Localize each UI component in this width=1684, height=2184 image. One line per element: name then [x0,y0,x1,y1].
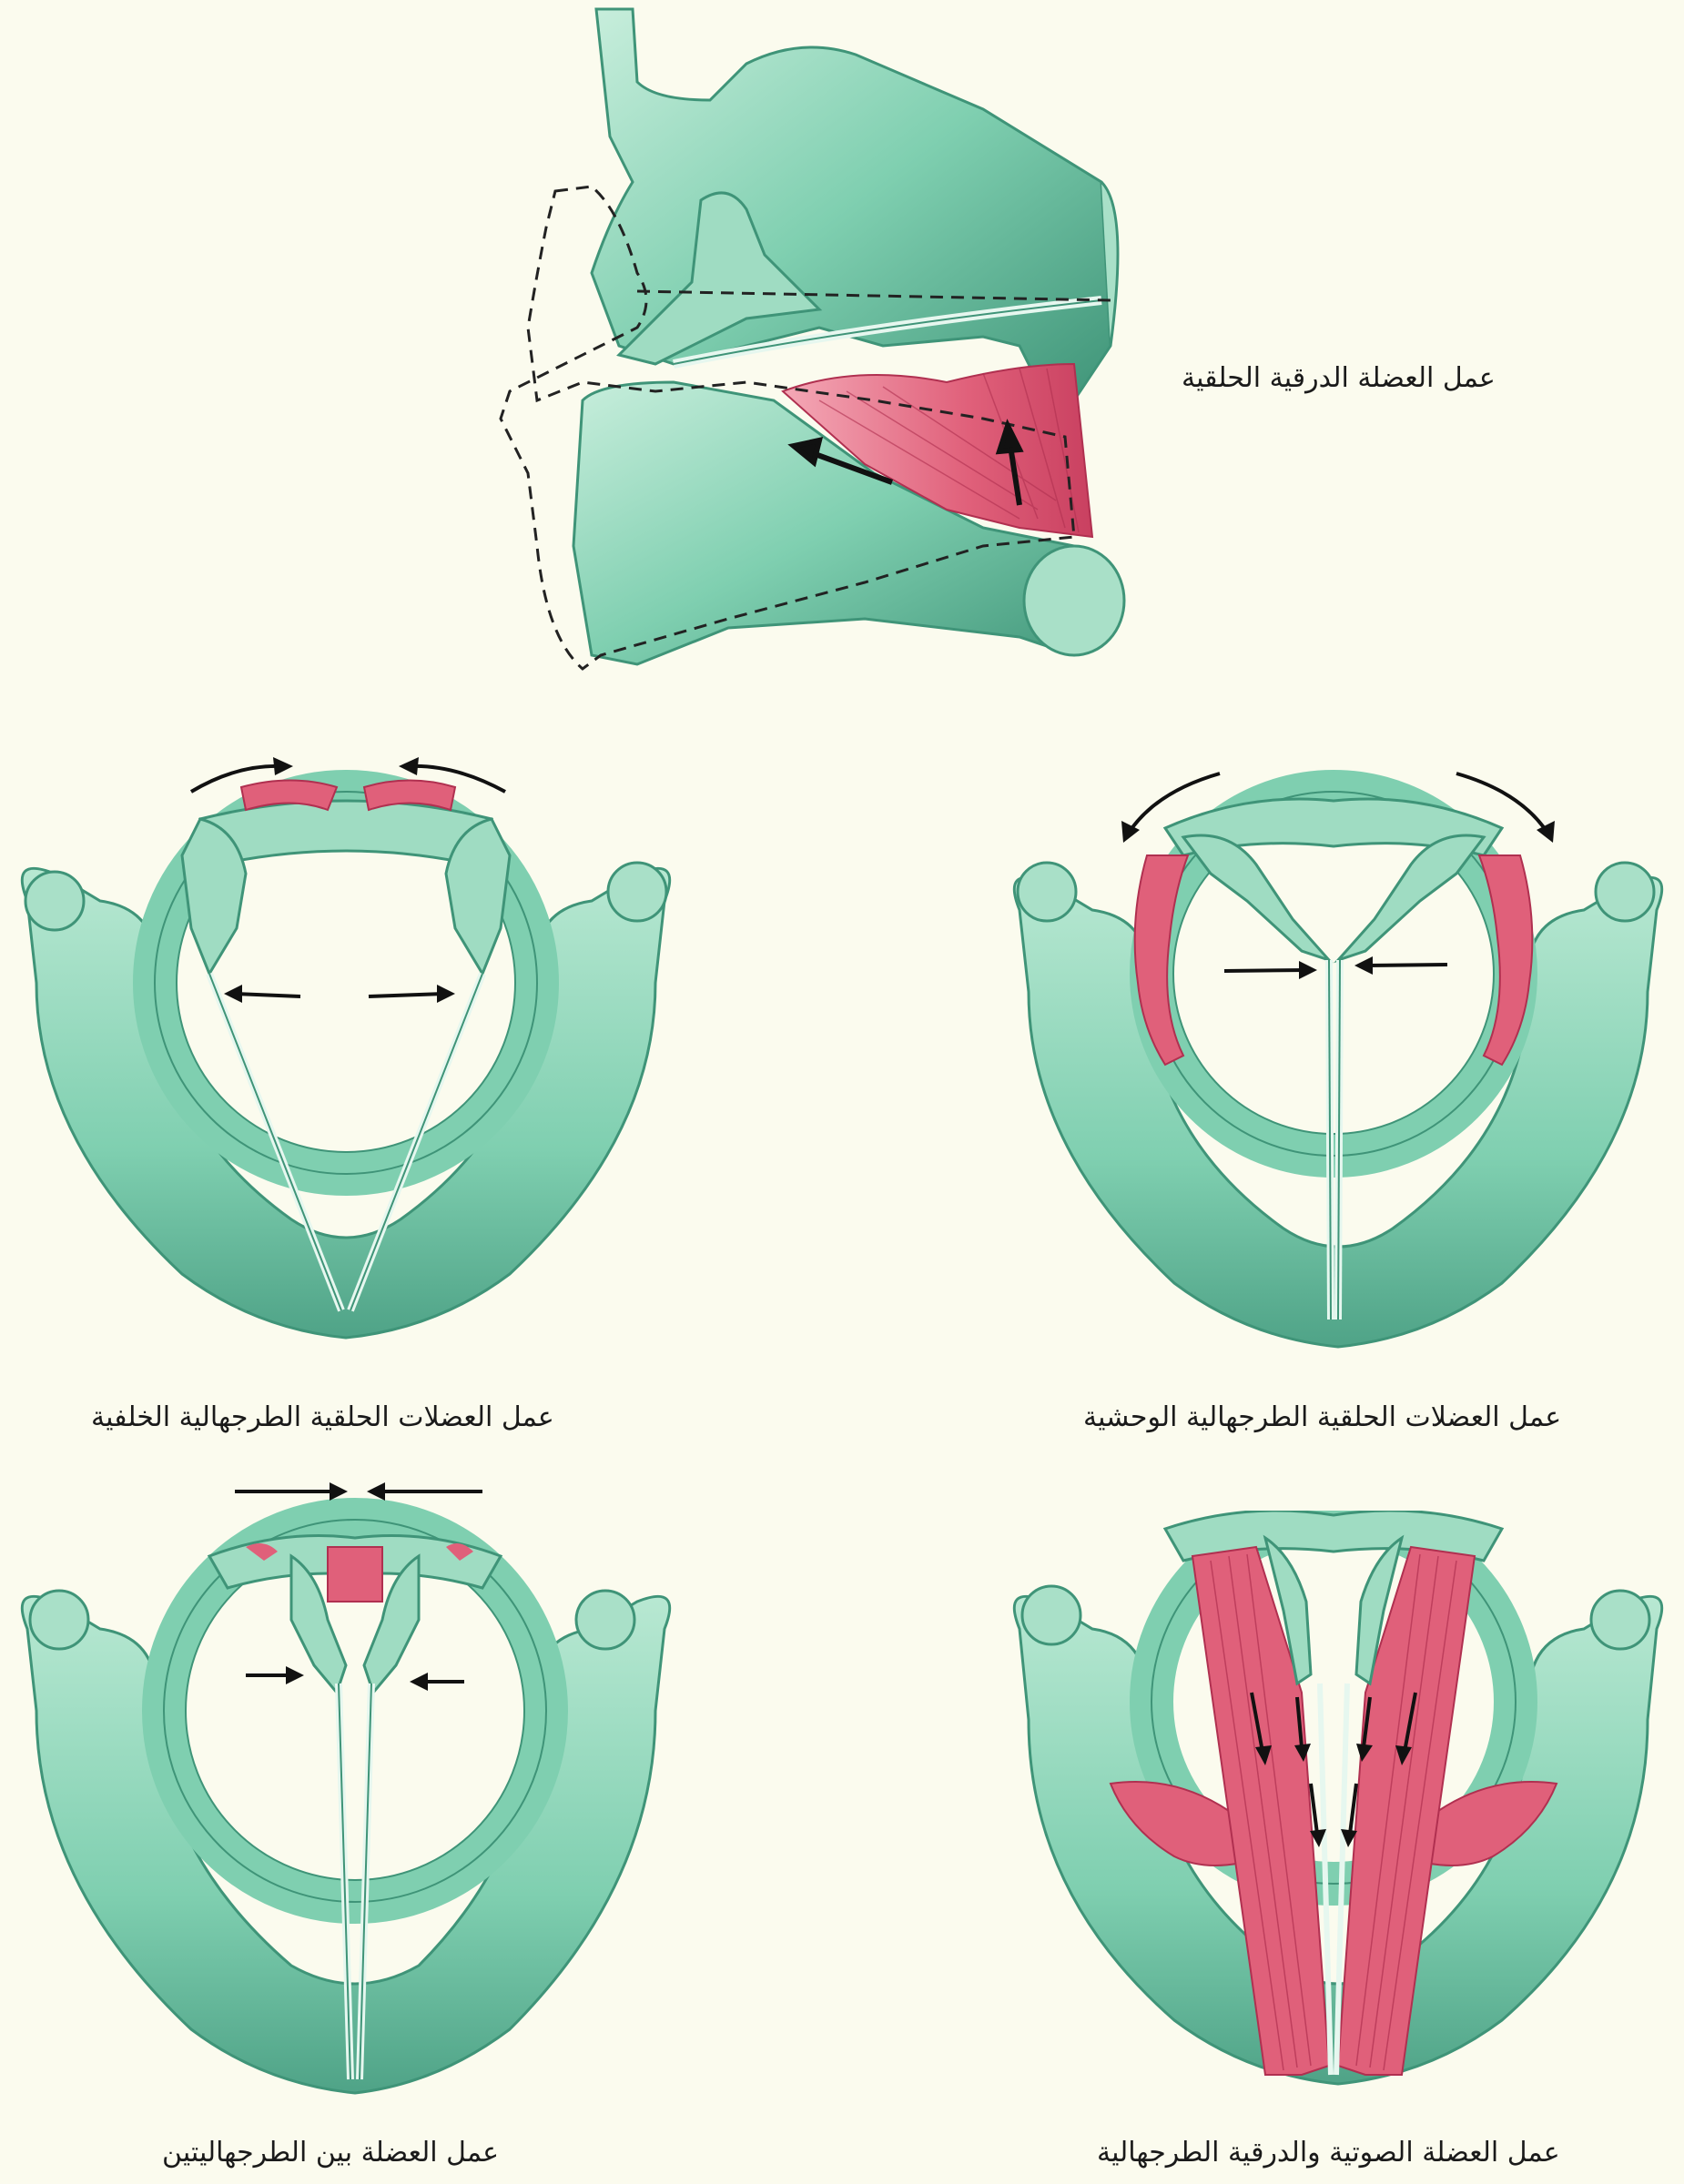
muscle-lateral-left [1109,1781,1267,1866]
arrow-icon [1362,1696,1372,1748]
arytenoid-right [1354,1534,1405,1686]
thyroid-cartilage [20,866,672,1340]
muscle-left [1133,854,1190,1067]
muscle-left [239,779,339,812]
arrow-icon [1309,1783,1319,1835]
arrow-icon [273,757,293,775]
arytenoid-left [1181,834,1334,964]
figure-posterior-cricoarytenoid [0,746,692,1383]
lateral-cricoarytenoid-illustration [1012,770,1664,1349]
arrow-icon [1364,963,1448,967]
caption-lateral-cricoarytenoid: عمل العضلات الحلقية الطرجهالية الوحشية [1083,1401,1562,1433]
caption-posterior-cricoarytenoid: عمل العضلات الحلقية الطرجهالية الخلفية [91,1401,554,1433]
arytenoid-left [289,1553,348,1696]
interarytenoid-muscle [327,1546,383,1603]
arytenoid-right [362,1553,421,1696]
caption-vocalis-thyroarytenoid: عمل العضلة الصوتية والدرقية الطرجهالية [1097,2137,1560,2169]
dashed-outline [499,185,1076,671]
arrow-icon [787,437,894,485]
arytenoid-right [444,817,512,977]
vocalis-thyroarytenoid-illustration [1012,1511,1664,2086]
muscle-lateral-right [1400,1781,1558,1866]
figure-vocalis-thyroarytenoid [992,1511,1684,2129]
figure-interarytenoid [0,1474,692,2129]
arrow-icon [368,992,445,998]
arrow-icon [1456,772,1549,834]
arrow-icon [1250,1692,1264,1753]
arrow-icon [995,419,1024,506]
arytenoid-right [1334,834,1486,964]
caption-cricothyroid: عمل العضلة الدرقية الحلقية [1182,362,1496,394]
arytenoid-cartilage [616,191,823,366]
arrow-icon [189,763,283,794]
figure-lateral-cricoarytenoid [992,755,1684,1392]
arytenoid-left [180,817,248,977]
arrow-icon [1295,1696,1304,1748]
arrow-icon [399,757,419,775]
arrow-icon [234,992,301,998]
figure-cricothyroid [473,0,1183,692]
posterior-cricoarytenoid-illustration [20,757,672,1340]
cricothyroid-muscle [781,362,1094,539]
caption-interarytenoid: عمل العضلة بين الطرجهاليتين [162,2137,500,2169]
cricothyroid-illustration [499,7,1126,671]
arrow-icon [409,763,506,794]
arrow-icon [1403,1692,1417,1753]
arrow-icon [1127,772,1221,834]
arrow-icon [1348,1783,1358,1835]
arrow-icon [1223,968,1307,973]
arytenoid-left [1263,1534,1313,1686]
interarytenoid-illustration [20,1482,672,2095]
muscle-right [362,779,457,812]
muscle-right [1477,854,1534,1067]
